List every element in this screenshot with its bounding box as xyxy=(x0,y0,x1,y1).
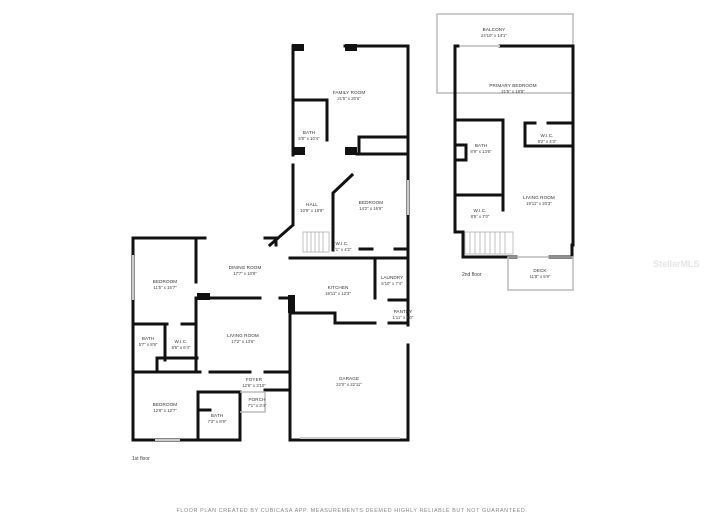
room-dims: 8'9" x 7'0" xyxy=(471,214,490,219)
room-name: DINING ROOM xyxy=(229,265,262,270)
stairs-first xyxy=(302,231,330,253)
room-dims: 19'11" x 20'3" xyxy=(526,201,552,206)
room-name: DECK xyxy=(533,268,547,273)
room-dims: 8'9" x 13'6" xyxy=(470,149,492,154)
room-labels-first: FAMILY ROOM 21'5" x 20'6" BATH 5'8" x 10… xyxy=(139,90,414,424)
room-dims: 21'5" x 18'8" xyxy=(501,89,525,94)
room-name: BEDROOM xyxy=(153,279,178,284)
room-name: PRIMARY BEDROOM xyxy=(489,83,536,88)
room-dims: 8'2" x 4'3" xyxy=(538,139,557,144)
room-dims: 17'7" x 10'9" xyxy=(233,271,257,276)
room-name: PANTRY xyxy=(394,309,413,314)
room-name: GARAGE xyxy=(339,376,359,381)
first-floor-label: 1st floor xyxy=(132,456,150,462)
room-name: HALL xyxy=(306,202,318,207)
room-dims: 12'8" x 12'7" xyxy=(153,408,177,413)
room-name: LAUNDRY xyxy=(381,275,404,280)
room-labels-second: BALCONY 24'10" x 14'1" PRIMARY BEDROOM 2… xyxy=(470,27,556,279)
room-dims: 22'0" x 22'11" xyxy=(336,382,362,387)
room-name: BEDROOM xyxy=(359,200,384,205)
room-name: LIVING ROOM xyxy=(523,195,555,200)
room-name: BATH xyxy=(303,130,315,135)
room-dims: 14'2" x 16'9" xyxy=(359,206,383,211)
watermark: StellarMLS xyxy=(653,259,700,269)
room-dims: 24'10" x 14'1" xyxy=(481,33,507,38)
room-name: W.I.C. xyxy=(540,133,553,138)
footer-disclaimer: FLOOR PLAN CREATED BY CUBICASA APP. MEAS… xyxy=(176,508,527,514)
room-name: W.I.C. xyxy=(174,339,187,344)
room-name: FAMILY ROOM xyxy=(333,90,366,95)
room-name: KITCHEN xyxy=(328,285,349,290)
room-dims: 11'8" x 5'9" xyxy=(530,274,551,279)
room-name: BATH xyxy=(211,413,223,418)
room-dims: 7'3" x 8'9" xyxy=(208,419,227,424)
room-dims: 5'6" x 6'4" xyxy=(172,345,191,350)
room-name: FOYER xyxy=(246,377,263,382)
room-dims: 19'11" x 12'3" xyxy=(325,291,351,296)
room-name: W.I.C. xyxy=(335,241,348,246)
stairs-second xyxy=(464,231,514,255)
room-dims: 5'8" x 10'4" xyxy=(298,136,320,141)
room-dims: 11'5" x 15'7" xyxy=(153,285,177,290)
room-name: BALCONY xyxy=(483,27,506,32)
room-dims: 10'9" x 18'9" xyxy=(300,208,324,213)
room-dims: 7'1" x 3'4" xyxy=(248,403,267,408)
room-dims: 21'5" x 20'6" xyxy=(337,96,361,101)
room-dims: 4'1" x 4'2" xyxy=(333,247,352,252)
second-floor-label: 2nd floor xyxy=(462,272,482,278)
room-dims: 12'6" x 3'10" xyxy=(242,383,266,388)
room-name: LIVING ROOM xyxy=(227,333,259,338)
room-name: PORCH xyxy=(248,397,265,402)
room-name: BATH xyxy=(475,143,487,148)
room-dims: 1'11" x 4'0" xyxy=(393,315,414,320)
room-dims: 17'2" x 13'6" xyxy=(231,339,255,344)
second-floor-walls xyxy=(436,13,575,291)
first-floor-walls xyxy=(131,44,410,442)
room-name: W.I.C. xyxy=(473,208,486,213)
room-dims: 5'10" x 7'4" xyxy=(381,281,403,286)
room-name: BEDROOM xyxy=(153,402,178,407)
room-dims: 5'7" x 8'9" xyxy=(139,342,158,347)
room-name: BATH xyxy=(142,336,154,341)
